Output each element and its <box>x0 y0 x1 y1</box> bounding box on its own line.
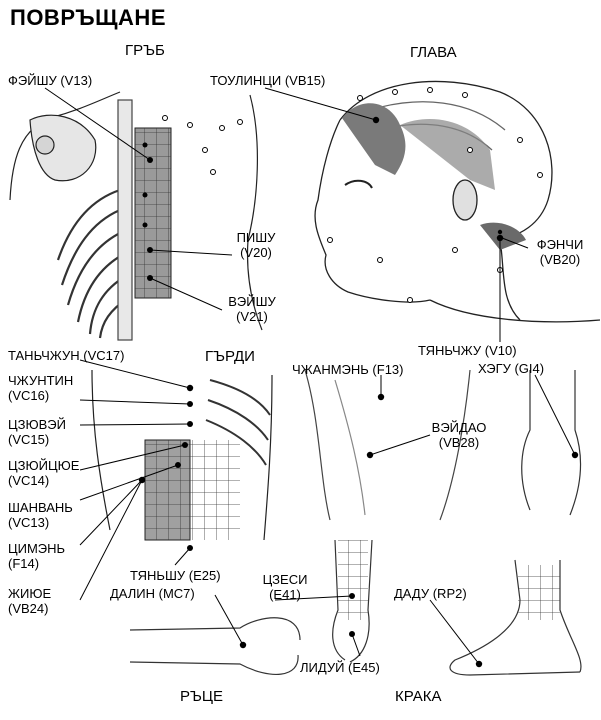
label-vb15: ТОУЛИНЦИ (VB15) <box>210 73 326 88</box>
section-head: ГЛАВА <box>410 44 457 61</box>
label-vc14: ЦЗЮЙЦЮЕ (VC14) <box>8 458 80 488</box>
label-vc13: ШАНВАНЬ (VC13) <box>8 500 73 530</box>
label-f14: ЦИМЭНЬ (F14) <box>8 541 66 571</box>
section-back: ГРЪБ <box>125 42 165 59</box>
section-chest: ГЪРДИ <box>205 348 255 365</box>
label-vb28: ВЭЙДАО (VB28) <box>431 420 487 450</box>
back-figure <box>9 91 263 341</box>
leader-lines <box>44 87 576 665</box>
lower-leg-figure <box>332 539 373 663</box>
label-v21: ВЭЙШУ (V21) <box>228 294 276 324</box>
head-figure <box>314 80 601 323</box>
label-v20: ПИШУ (V20) <box>236 230 276 260</box>
label-vb24: ЖИЮЕ (VB24) <box>8 586 52 616</box>
label-e45: ЛИДУЙ (E45) <box>300 660 380 675</box>
label-rp2: ДАДУ (RP2) <box>394 586 467 601</box>
hand-bottom-figure <box>129 617 301 675</box>
hand-right-figure <box>521 370 582 516</box>
page-title: ПОВРЪЩАНЕ <box>10 5 166 30</box>
label-vc15: ЦЗЮВЭЙ (VC15) <box>8 417 66 447</box>
label-vb20: ФЭНЧИ (VB20) <box>536 237 584 267</box>
label-vc17: ТАНЬЧЖУН (VC17) <box>8 348 125 363</box>
foot-figure <box>449 559 582 676</box>
section-hands: РЪЦЕ <box>180 688 223 705</box>
label-v10: ТЯНЬЧЖУ (V10) <box>418 343 517 358</box>
label-v13: ФЭЙШУ (V13) <box>8 73 93 88</box>
label-gi4: ХЭГУ (GI4) <box>478 361 545 376</box>
label-mc7: ДАЛИН (МС7) <box>110 586 195 601</box>
label-e25: ТЯНЬШУ (E25) <box>130 568 221 583</box>
thigh-figure <box>304 369 471 521</box>
chest-figure <box>91 369 273 541</box>
label-f13: ЧЖАНМЭНЬ (F13) <box>292 362 404 377</box>
section-legs: КРАКА <box>395 688 442 705</box>
label-e41: ЦЗЕСИ (E41) <box>262 572 308 602</box>
label-vc16: ЧЖУНТИН (VC16) <box>8 373 74 403</box>
